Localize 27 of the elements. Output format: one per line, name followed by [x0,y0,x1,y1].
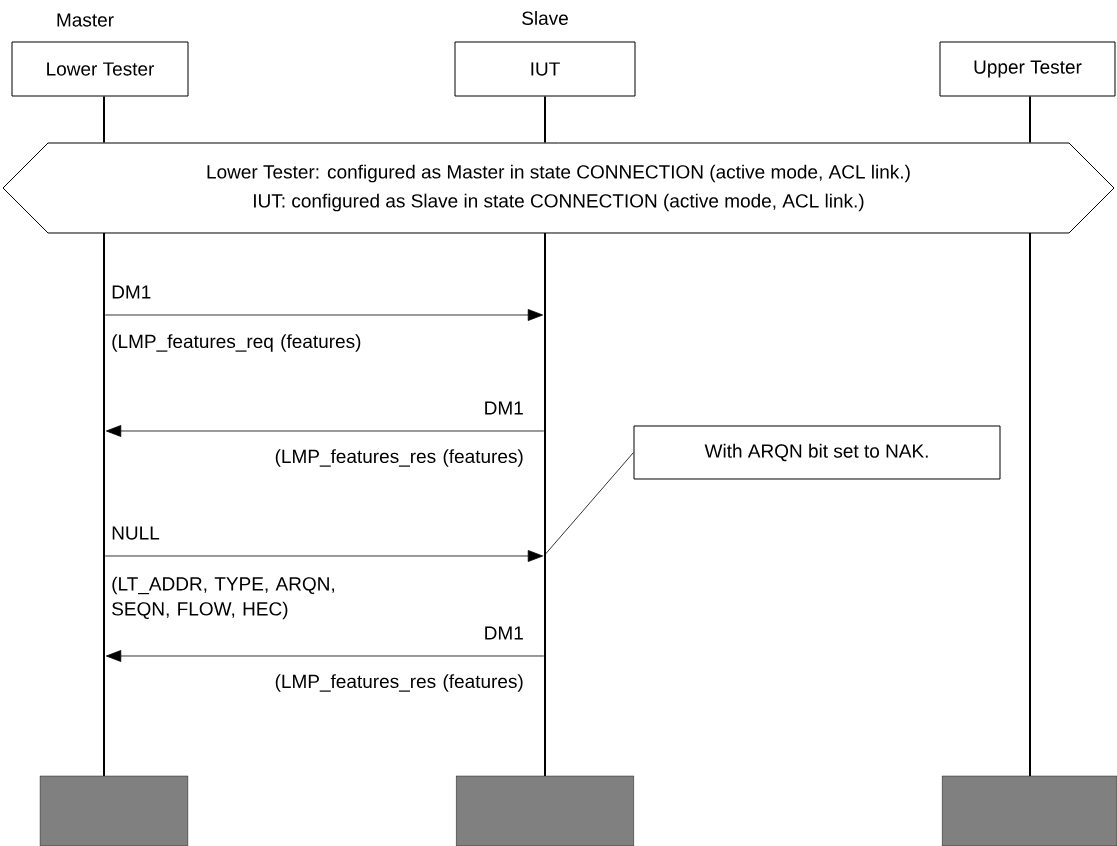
message-arrow [104,550,544,562]
message-parameters: (LMP_features_res (features) [275,674,523,692]
condition-hexagon: Lower Tester: configured as Master in state CONNECTION (active mode, ACL link.) IUT: configured as Slave in state CONNECTION (active mode, ACL link.) [2,142,1115,234]
role-label: Master [57,13,114,27]
lifeline-end-bar [39,775,189,846]
message-label: DM1 [482,625,525,641]
note-box: With ARQN bit set to NAK. [633,425,1001,480]
message-arrow [105,650,545,662]
message-label: NULL [110,525,161,541]
message-arrow [105,425,545,437]
message-parameters: (LMP_features_res (features) [275,449,523,467]
lifeline-end-bar [941,775,1117,846]
message-label: DM1 [482,400,525,416]
message-parameters: (LT_ADDR, TYPE, ARQN, SEQN, FLOW, HEC) [112,576,334,620]
lifeline [1029,95,1031,144]
role-label: Slave [522,11,568,25]
lifeline-end-bar [455,775,635,846]
message-label: DM1 [110,284,153,300]
message-arrow [104,309,544,321]
lifeline-head-box: Lower Tester [11,41,189,97]
lifeline-head-box: IUT [454,41,636,97]
lifeline [103,95,105,144]
lifeline-head-box: Upper Tester [939,41,1116,97]
lifeline [1029,233,1031,776]
lifeline [544,95,546,144]
message-parameters: (LMP_features_req (features) [112,334,361,352]
leader-line [543,452,634,557]
